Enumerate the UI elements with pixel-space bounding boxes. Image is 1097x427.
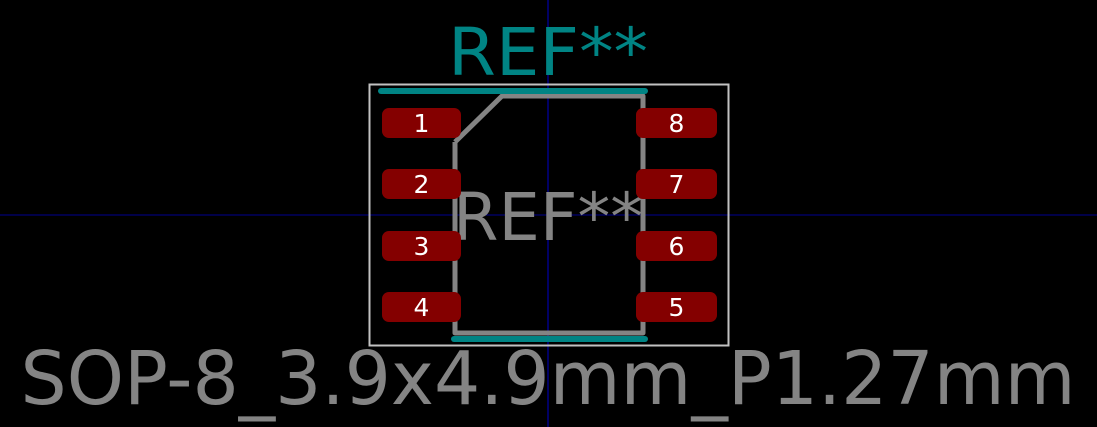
pad-number: 6 [669,232,685,261]
pad-3[interactable]: 3 [382,231,461,261]
pad-shape [636,231,717,261]
pad-8[interactable]: 8 [636,108,717,138]
pad-number: 8 [669,109,685,138]
fab-reference-text: REF** [453,179,643,256]
footprint-value-text: SOP-8_3.9x4.9mm_P1.27mm [21,336,1076,422]
pad-6[interactable]: 6 [636,231,717,261]
pad-shape [636,169,717,199]
pad-number: 3 [414,232,430,261]
pad-2[interactable]: 2 [382,169,461,199]
pad-shape [382,231,461,261]
pad-number: 1 [414,109,430,138]
pad-1[interactable]: 1 [382,108,461,138]
pad-shape [636,108,717,138]
pad-number: 5 [669,293,685,322]
pad-shape [382,169,461,199]
pad-shape [382,108,461,138]
pad-number: 4 [414,293,430,322]
pad-7[interactable]: 7 [636,169,717,199]
courtyard-outline [368,83,730,347]
pad-shape [636,292,717,322]
pad-number: 7 [669,170,685,199]
pad-number: 2 [414,170,430,199]
silkscreen-reference-text: REF** [448,14,648,91]
pad-5[interactable]: 5 [636,292,717,322]
pad-4[interactable]: 4 [382,292,461,322]
pad-shape [382,292,461,322]
